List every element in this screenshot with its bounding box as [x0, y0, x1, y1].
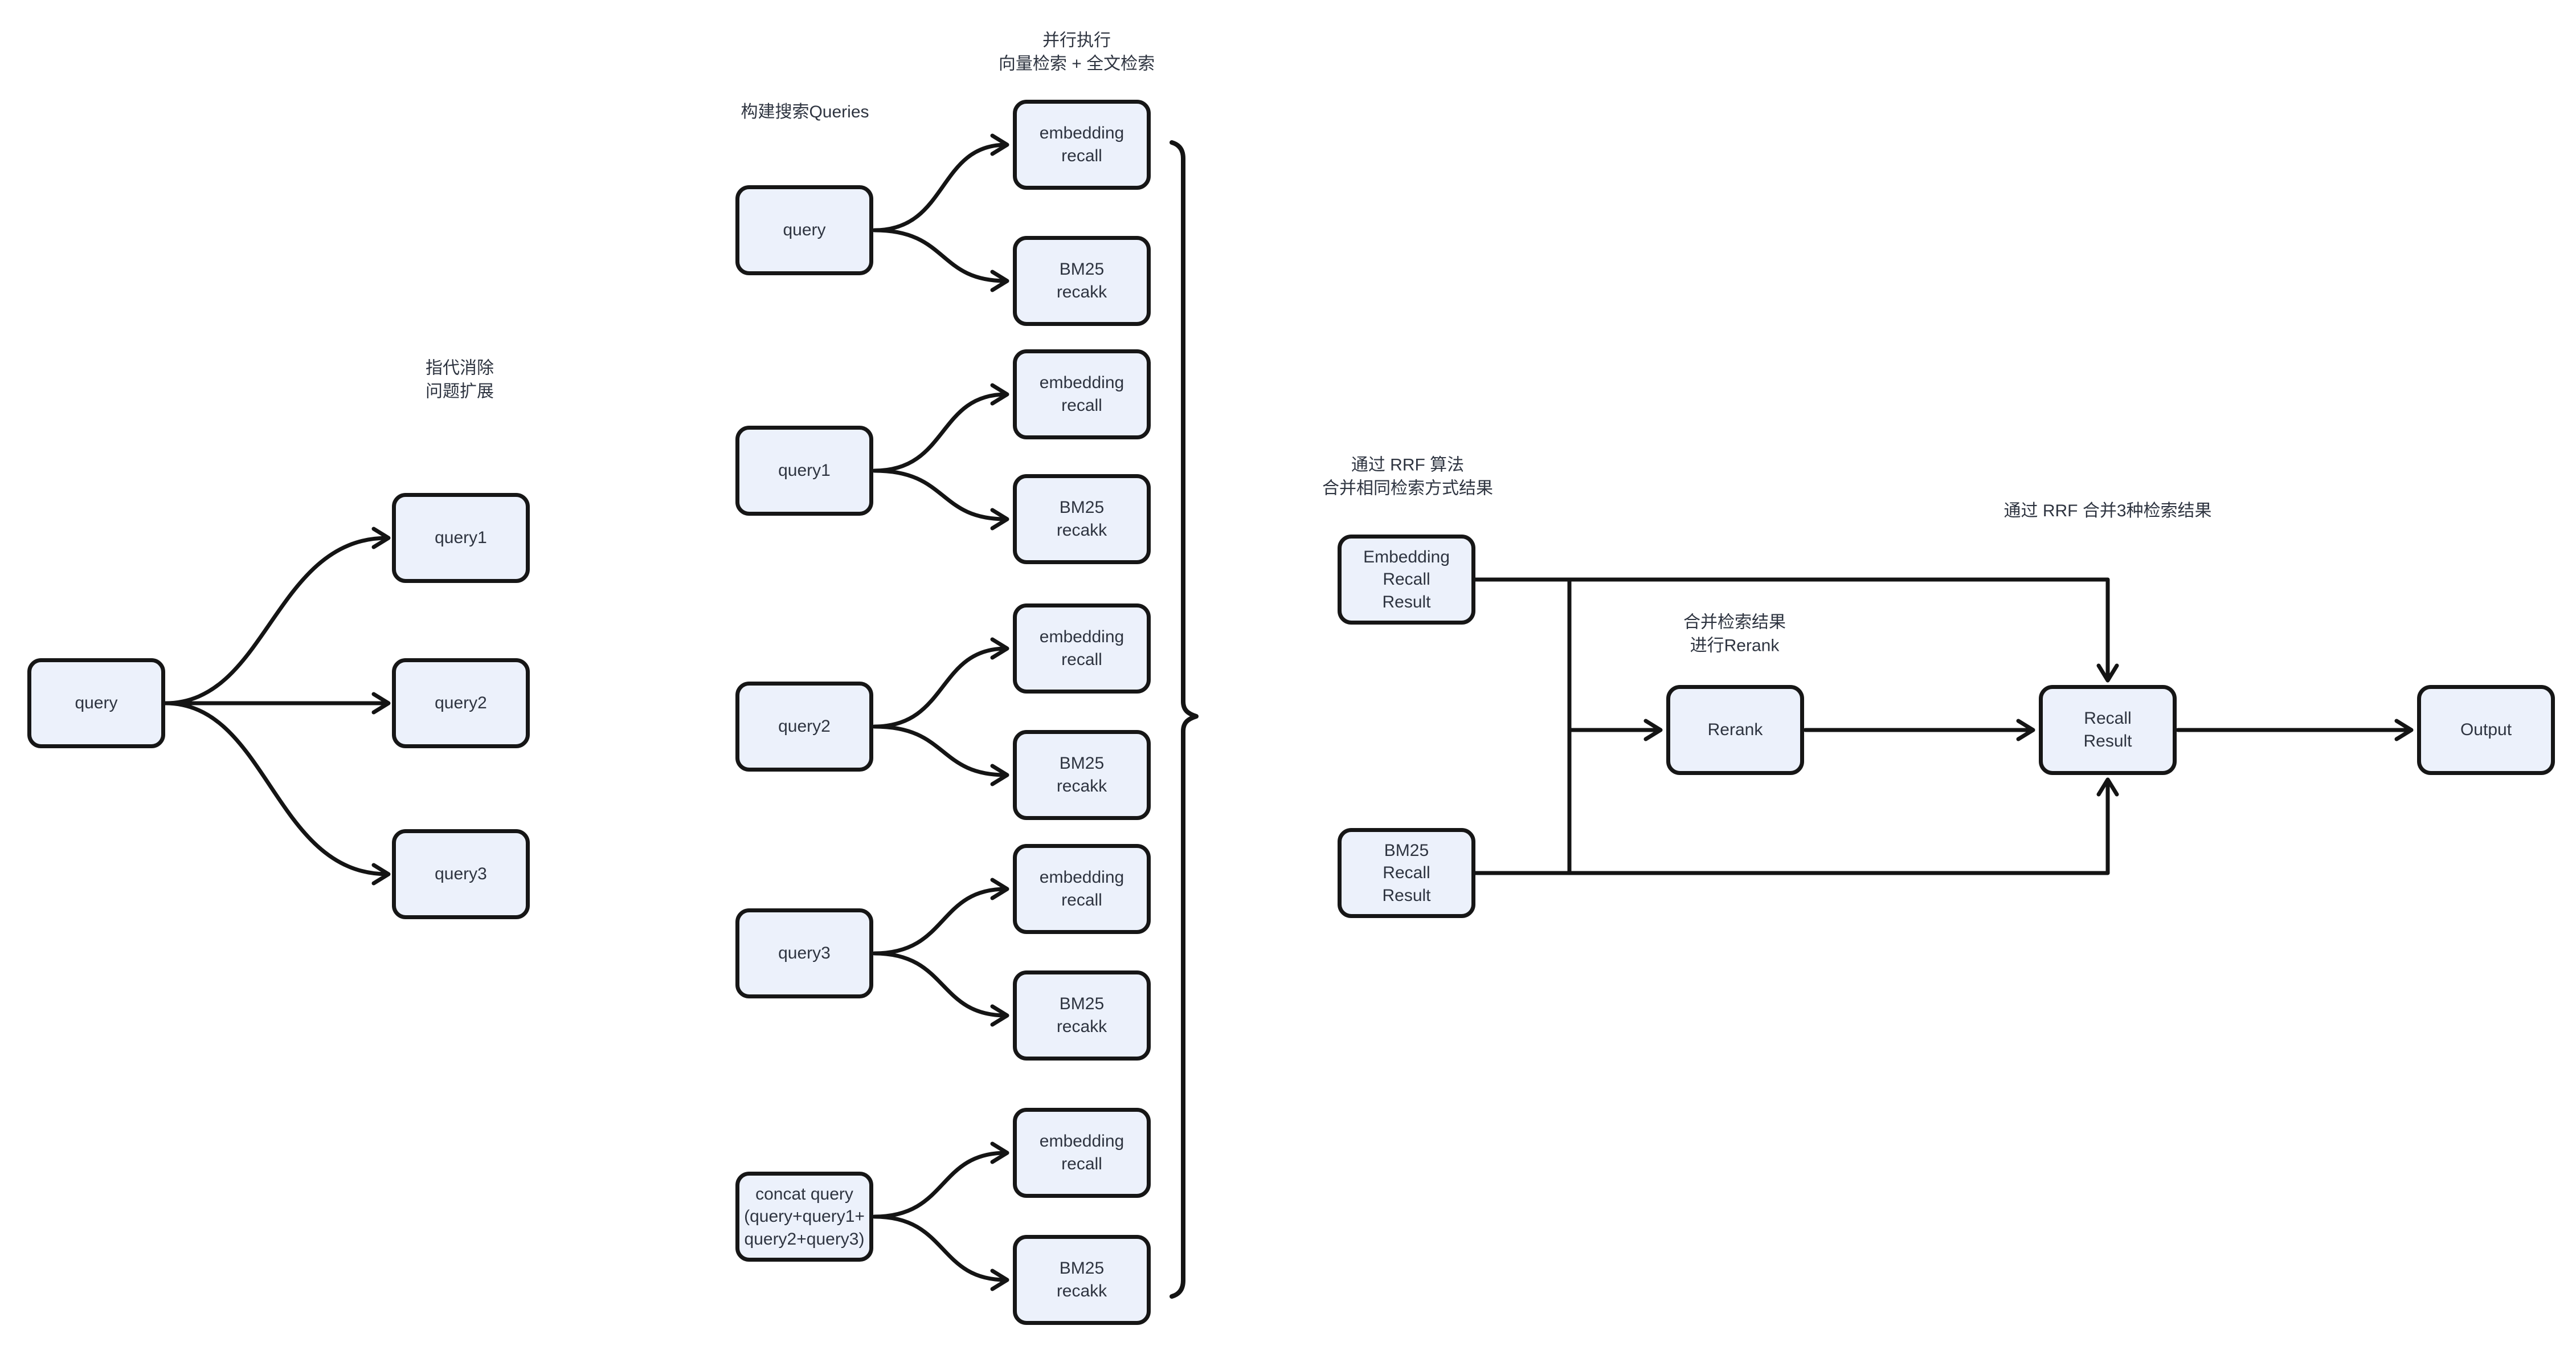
node-query3-left: query3 — [392, 829, 530, 919]
node-bm25-recall-1: BM25 recakk — [1013, 236, 1151, 326]
node-bm25-recall-4: BM25 recakk — [1013, 970, 1151, 1061]
node-bm25-recall-5: BM25 recakk — [1013, 1235, 1151, 1325]
edge-bm25result-to-recallresult — [1473, 777, 2119, 875]
node-concat-query: concat query (query+query1+ query2+query… — [735, 1172, 873, 1262]
node-bm25-recall-3: BM25 recakk — [1013, 730, 1151, 820]
edge-query-to-query1 — [163, 527, 391, 705]
node-query-mid: query — [735, 185, 873, 275]
edge-midquery3-to-embedding4 — [872, 878, 1009, 956]
node-embedding-recall-5: embedding recall — [1013, 1108, 1151, 1198]
edge-concat-to-bm255 — [872, 1214, 1009, 1291]
node-query1-mid: query1 — [735, 426, 873, 516]
edge-midquery-to-bm251 — [872, 228, 1009, 292]
node-recall-result: Recall Result — [2039, 685, 2177, 775]
title-rrf-merge3: 通过 RRF 合并3种检索结果 — [2003, 501, 2212, 520]
node-output: Output — [2417, 685, 2555, 775]
edge-embeddingresult-to-recallresult — [1473, 577, 2119, 683]
node-rerank: Rerank — [1666, 685, 1804, 775]
node-query1-left: query1 — [392, 493, 530, 583]
edge-midquery3-to-bm254 — [872, 951, 1009, 1027]
edge-midquery1-to-embedding2 — [872, 383, 1009, 473]
title-coref-expand: 指代消除 问题扩展 — [426, 358, 494, 401]
title-rrf-same-method: 通过 RRF 算法 合并相同检索方式结果 — [1322, 455, 1493, 498]
node-query-left: query — [27, 658, 165, 748]
edge-midquery-to-embedding1 — [872, 133, 1009, 233]
node-embedding-recall-1: embedding recall — [1013, 100, 1151, 190]
edge-query-to-query3 — [163, 701, 391, 886]
node-query3-mid: query3 — [735, 908, 873, 998]
node-query2-left: query2 — [392, 658, 530, 748]
node-bm25-recall-result: BM25 Recall Result — [1338, 828, 1475, 918]
edge-concat-to-embedding5 — [872, 1141, 1009, 1219]
node-embedding-recall-result: Embedding Recall Result — [1338, 535, 1475, 625]
node-embedding-recall-4: embedding recall — [1013, 844, 1151, 934]
node-bm25-recall-2: BM25 recakk — [1013, 474, 1151, 564]
edge-midquery2-to-bm253 — [872, 724, 1009, 786]
edge-midquery2-to-embedding3 — [872, 637, 1009, 729]
node-query2-mid: query2 — [735, 682, 873, 772]
node-embedding-recall-2: embedding recall — [1013, 349, 1151, 439]
node-embedding-recall-3: embedding recall — [1013, 603, 1151, 694]
title-parallel-execution: 并行执行 向量检索 + 全文检索 — [998, 31, 1155, 74]
title-build-queries: 构建搜索Queries — [741, 102, 869, 121]
title-rerank-note: 合并检索结果 进行Rerank — [1683, 613, 1786, 655]
edge-midquery1-to-bm252 — [872, 468, 1009, 531]
curly-brace — [1170, 140, 1199, 1299]
